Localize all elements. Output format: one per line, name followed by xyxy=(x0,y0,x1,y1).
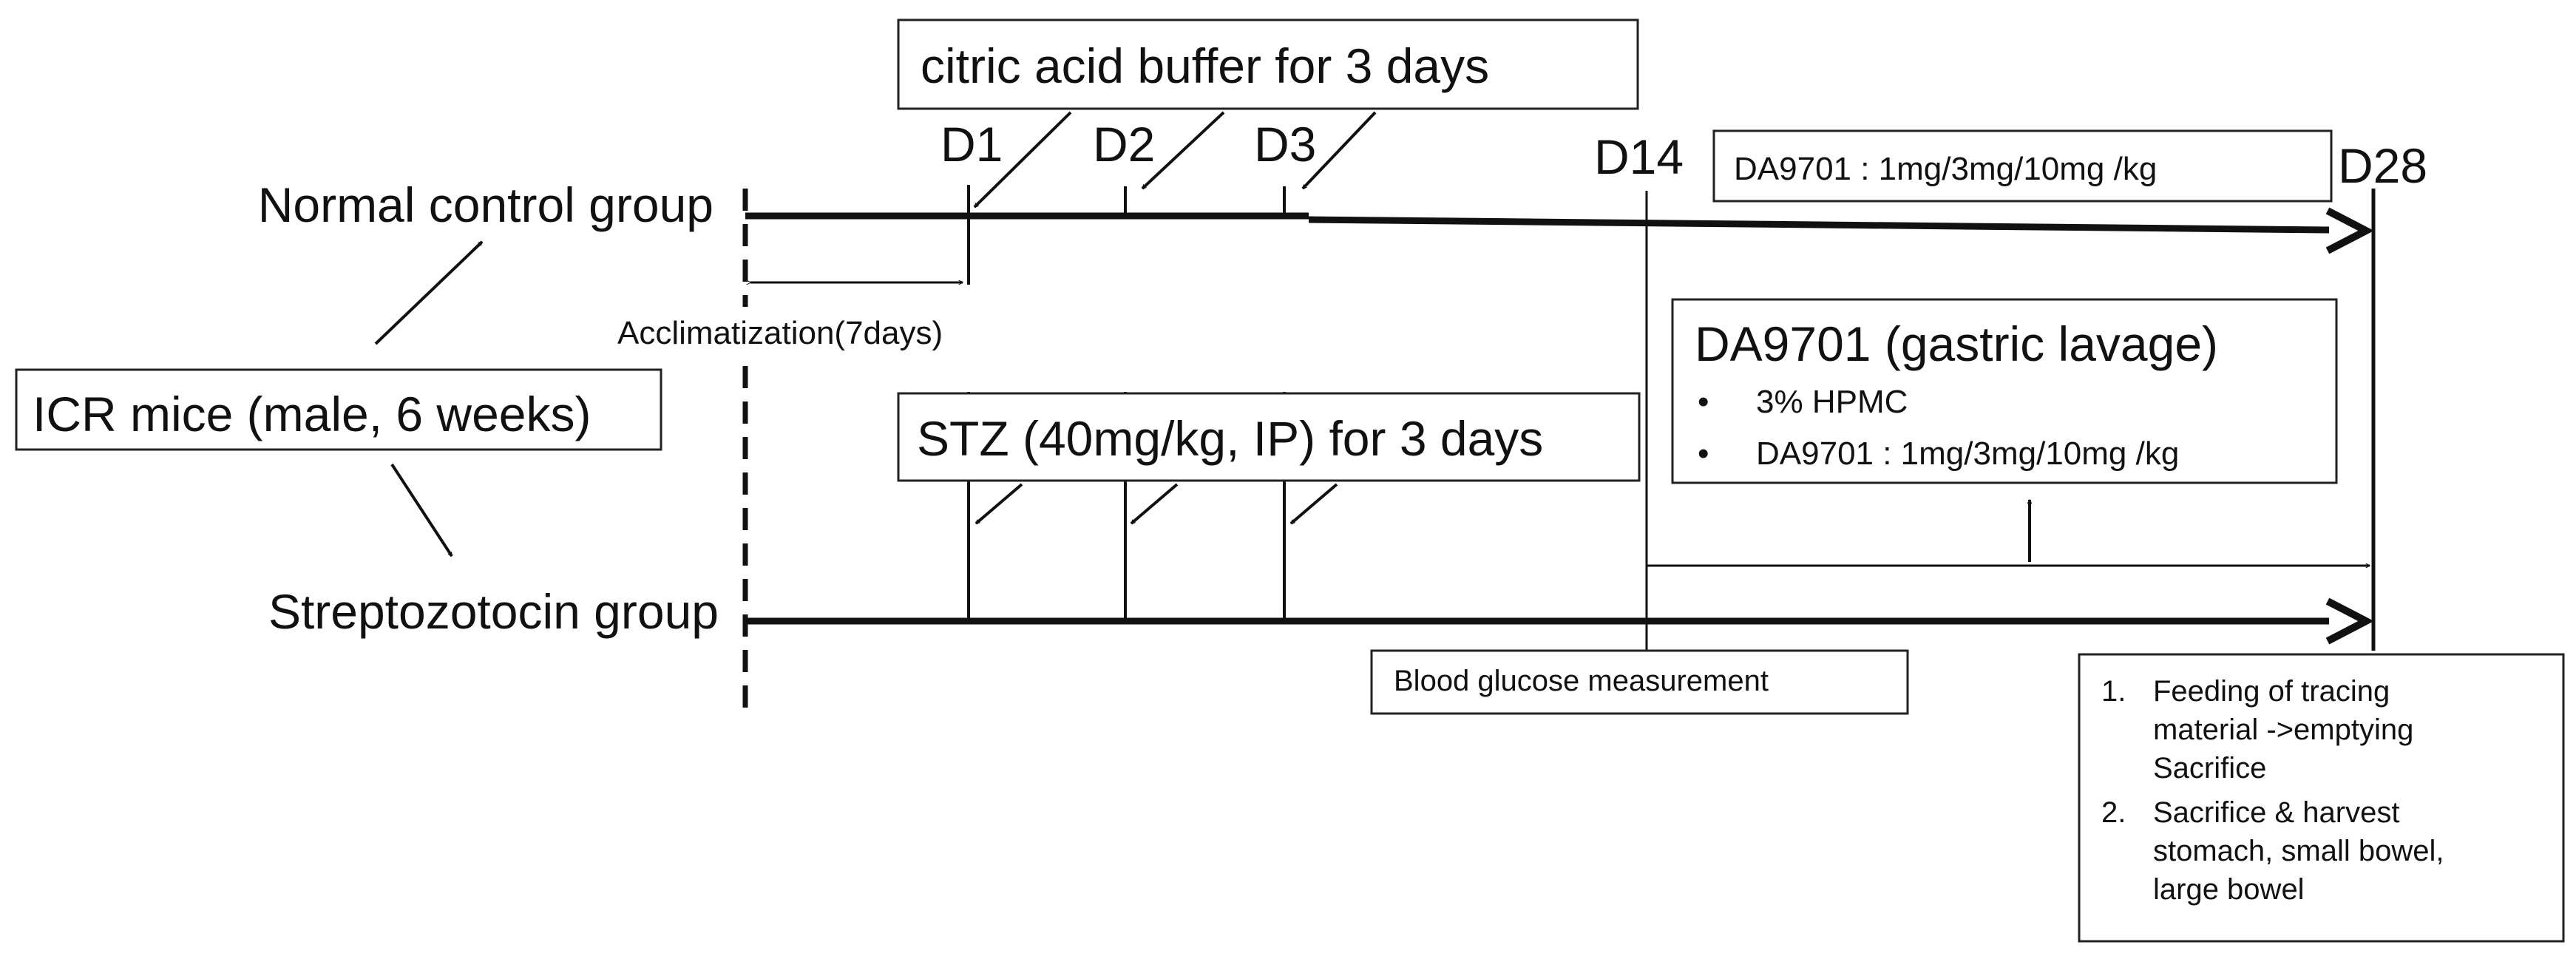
day-label-d28: D28 xyxy=(2338,138,2427,193)
endpoint-1-line-1: Feeding of tracing xyxy=(2153,675,2390,708)
stz-group-label: Streptozotocin group xyxy=(268,584,719,639)
endpoint-2-line-1: Sacrifice & harvest xyxy=(2153,796,2399,829)
stz-arrow-d2 xyxy=(1130,483,1179,525)
citric-arrow-d3 xyxy=(1301,111,1377,190)
lavage-bullet-marker-2: • xyxy=(1698,436,1709,472)
lavage-box xyxy=(1671,298,2338,484)
normal-group-label: Normal control group xyxy=(258,177,714,232)
normal-timeline-segment-2 xyxy=(1308,216,2330,234)
citric-arrow-d1 xyxy=(973,111,1072,209)
endpoint-number-2: 2. xyxy=(2101,796,2126,829)
stz-timeline-arrowhead xyxy=(2325,597,2374,645)
normal-dose-box xyxy=(1712,129,2333,203)
day-label-d3: D3 xyxy=(1254,117,1316,172)
acclimatization-label-bg xyxy=(592,307,1057,359)
normal-dose-label: DA9701 : 1mg/3mg/10mg /kg xyxy=(1734,151,2157,187)
normal-timeline-arrowhead xyxy=(2325,207,2374,254)
citric-buffer-label: citric acid buffer for 3 days xyxy=(921,38,1489,93)
lavage-bullet-2: DA9701 : 1mg/3mg/10mg /kg xyxy=(1756,436,2179,472)
branch-arrow-down xyxy=(390,463,453,556)
endpoint-2-line-3: large bowel xyxy=(2153,873,2305,906)
lavage-bullet-1: 3% HPMC xyxy=(1756,384,1908,420)
stz-arrow-d3 xyxy=(1289,483,1338,525)
endpoint-1-line-2: material ->emptying xyxy=(2153,714,2413,746)
origin-label: ICR mice (male, 6 weeks) xyxy=(33,387,592,441)
endpoint-1-line-3: Sacrifice xyxy=(2153,752,2266,784)
citric-buffer-box xyxy=(897,18,1639,110)
day-label-d1: D1 xyxy=(940,117,1003,172)
lavage-bullet-marker-1: • xyxy=(1698,384,1709,420)
stz-box xyxy=(897,392,1641,482)
acclimatization-label: Acclimatization(7days) xyxy=(617,315,943,351)
endpoints-box xyxy=(2078,653,2565,943)
day-label-d2: D2 xyxy=(1093,117,1155,172)
stz-arrow-d1 xyxy=(975,483,1023,525)
stz-box-label: STZ (40mg/kg, IP) for 3 days xyxy=(917,411,1543,466)
endpoint-number-1: 1. xyxy=(2101,675,2126,708)
endpoint-2-line-2: stomach, small bowel, xyxy=(2153,835,2444,867)
origin-box xyxy=(15,368,662,451)
citric-arrow-d2 xyxy=(1141,111,1225,190)
day-label-d14: D14 xyxy=(1594,129,1684,184)
lavage-title: DA9701 (gastric lavage) xyxy=(1695,316,2218,371)
branch-arrow-up xyxy=(374,240,484,345)
blood-glucose-box xyxy=(1370,649,1909,715)
blood-glucose-label: Blood glucose measurement xyxy=(1394,665,1769,697)
